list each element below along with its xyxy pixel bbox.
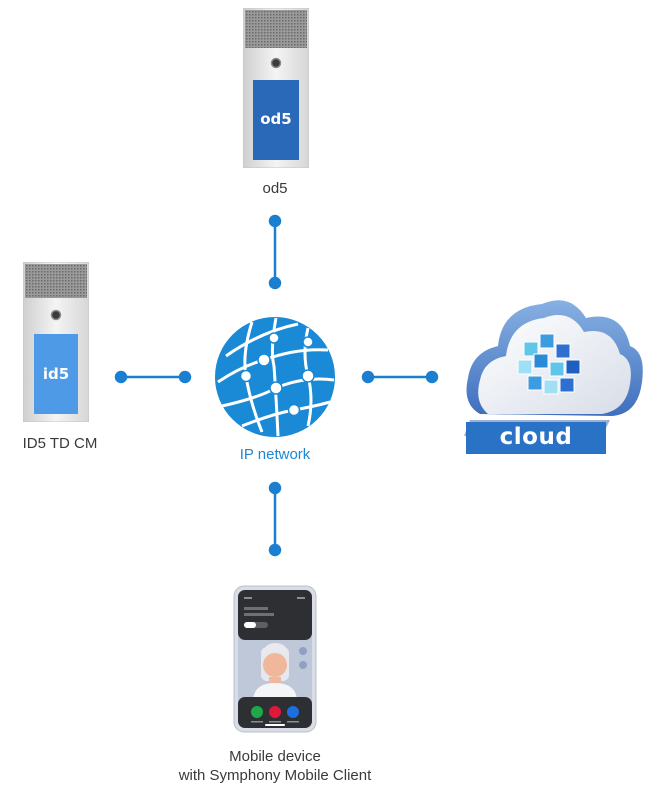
od5-screen-text: od5 <box>260 110 292 128</box>
cloud-badge <box>466 422 606 454</box>
id5-screen-text: id5 <box>42 365 70 383</box>
camera-icon <box>50 309 62 321</box>
speaker-grille <box>25 264 87 298</box>
connector-bottom <box>268 481 282 557</box>
decline-button-icon <box>269 706 281 718</box>
camera-icon <box>270 57 282 69</box>
id5-label: ID5 TD CM <box>22 435 98 452</box>
answer-button-icon <box>251 706 263 718</box>
od5-label: od5 <box>262 180 288 197</box>
cloud-logo-text: cloud <box>499 424 573 450</box>
door-button-icon <box>287 706 299 718</box>
cube-cluster-icon <box>517 333 581 395</box>
ip-network-label: IP network <box>239 446 311 463</box>
mobile-label-line2: with Symphony Mobile Client <box>178 767 372 784</box>
globe-icon <box>212 314 338 440</box>
id5-screen <box>34 334 78 414</box>
od5-device: od5 <box>243 8 309 168</box>
speaker-grille <box>245 10 307 48</box>
id5-device: id5 <box>23 262 89 422</box>
connector-top <box>268 214 282 290</box>
connector-right <box>361 370 439 384</box>
od5-screen <box>253 80 299 160</box>
mobile-label: Mobile device with Symphony Mobile Clien… <box>150 747 400 785</box>
mobile-label-line1: Mobile device <box>229 748 321 765</box>
connector-left <box>114 370 192 384</box>
cloud-graphic: cloud <box>462 286 647 456</box>
caller-avatar <box>253 643 297 699</box>
mobile-device <box>233 585 317 733</box>
